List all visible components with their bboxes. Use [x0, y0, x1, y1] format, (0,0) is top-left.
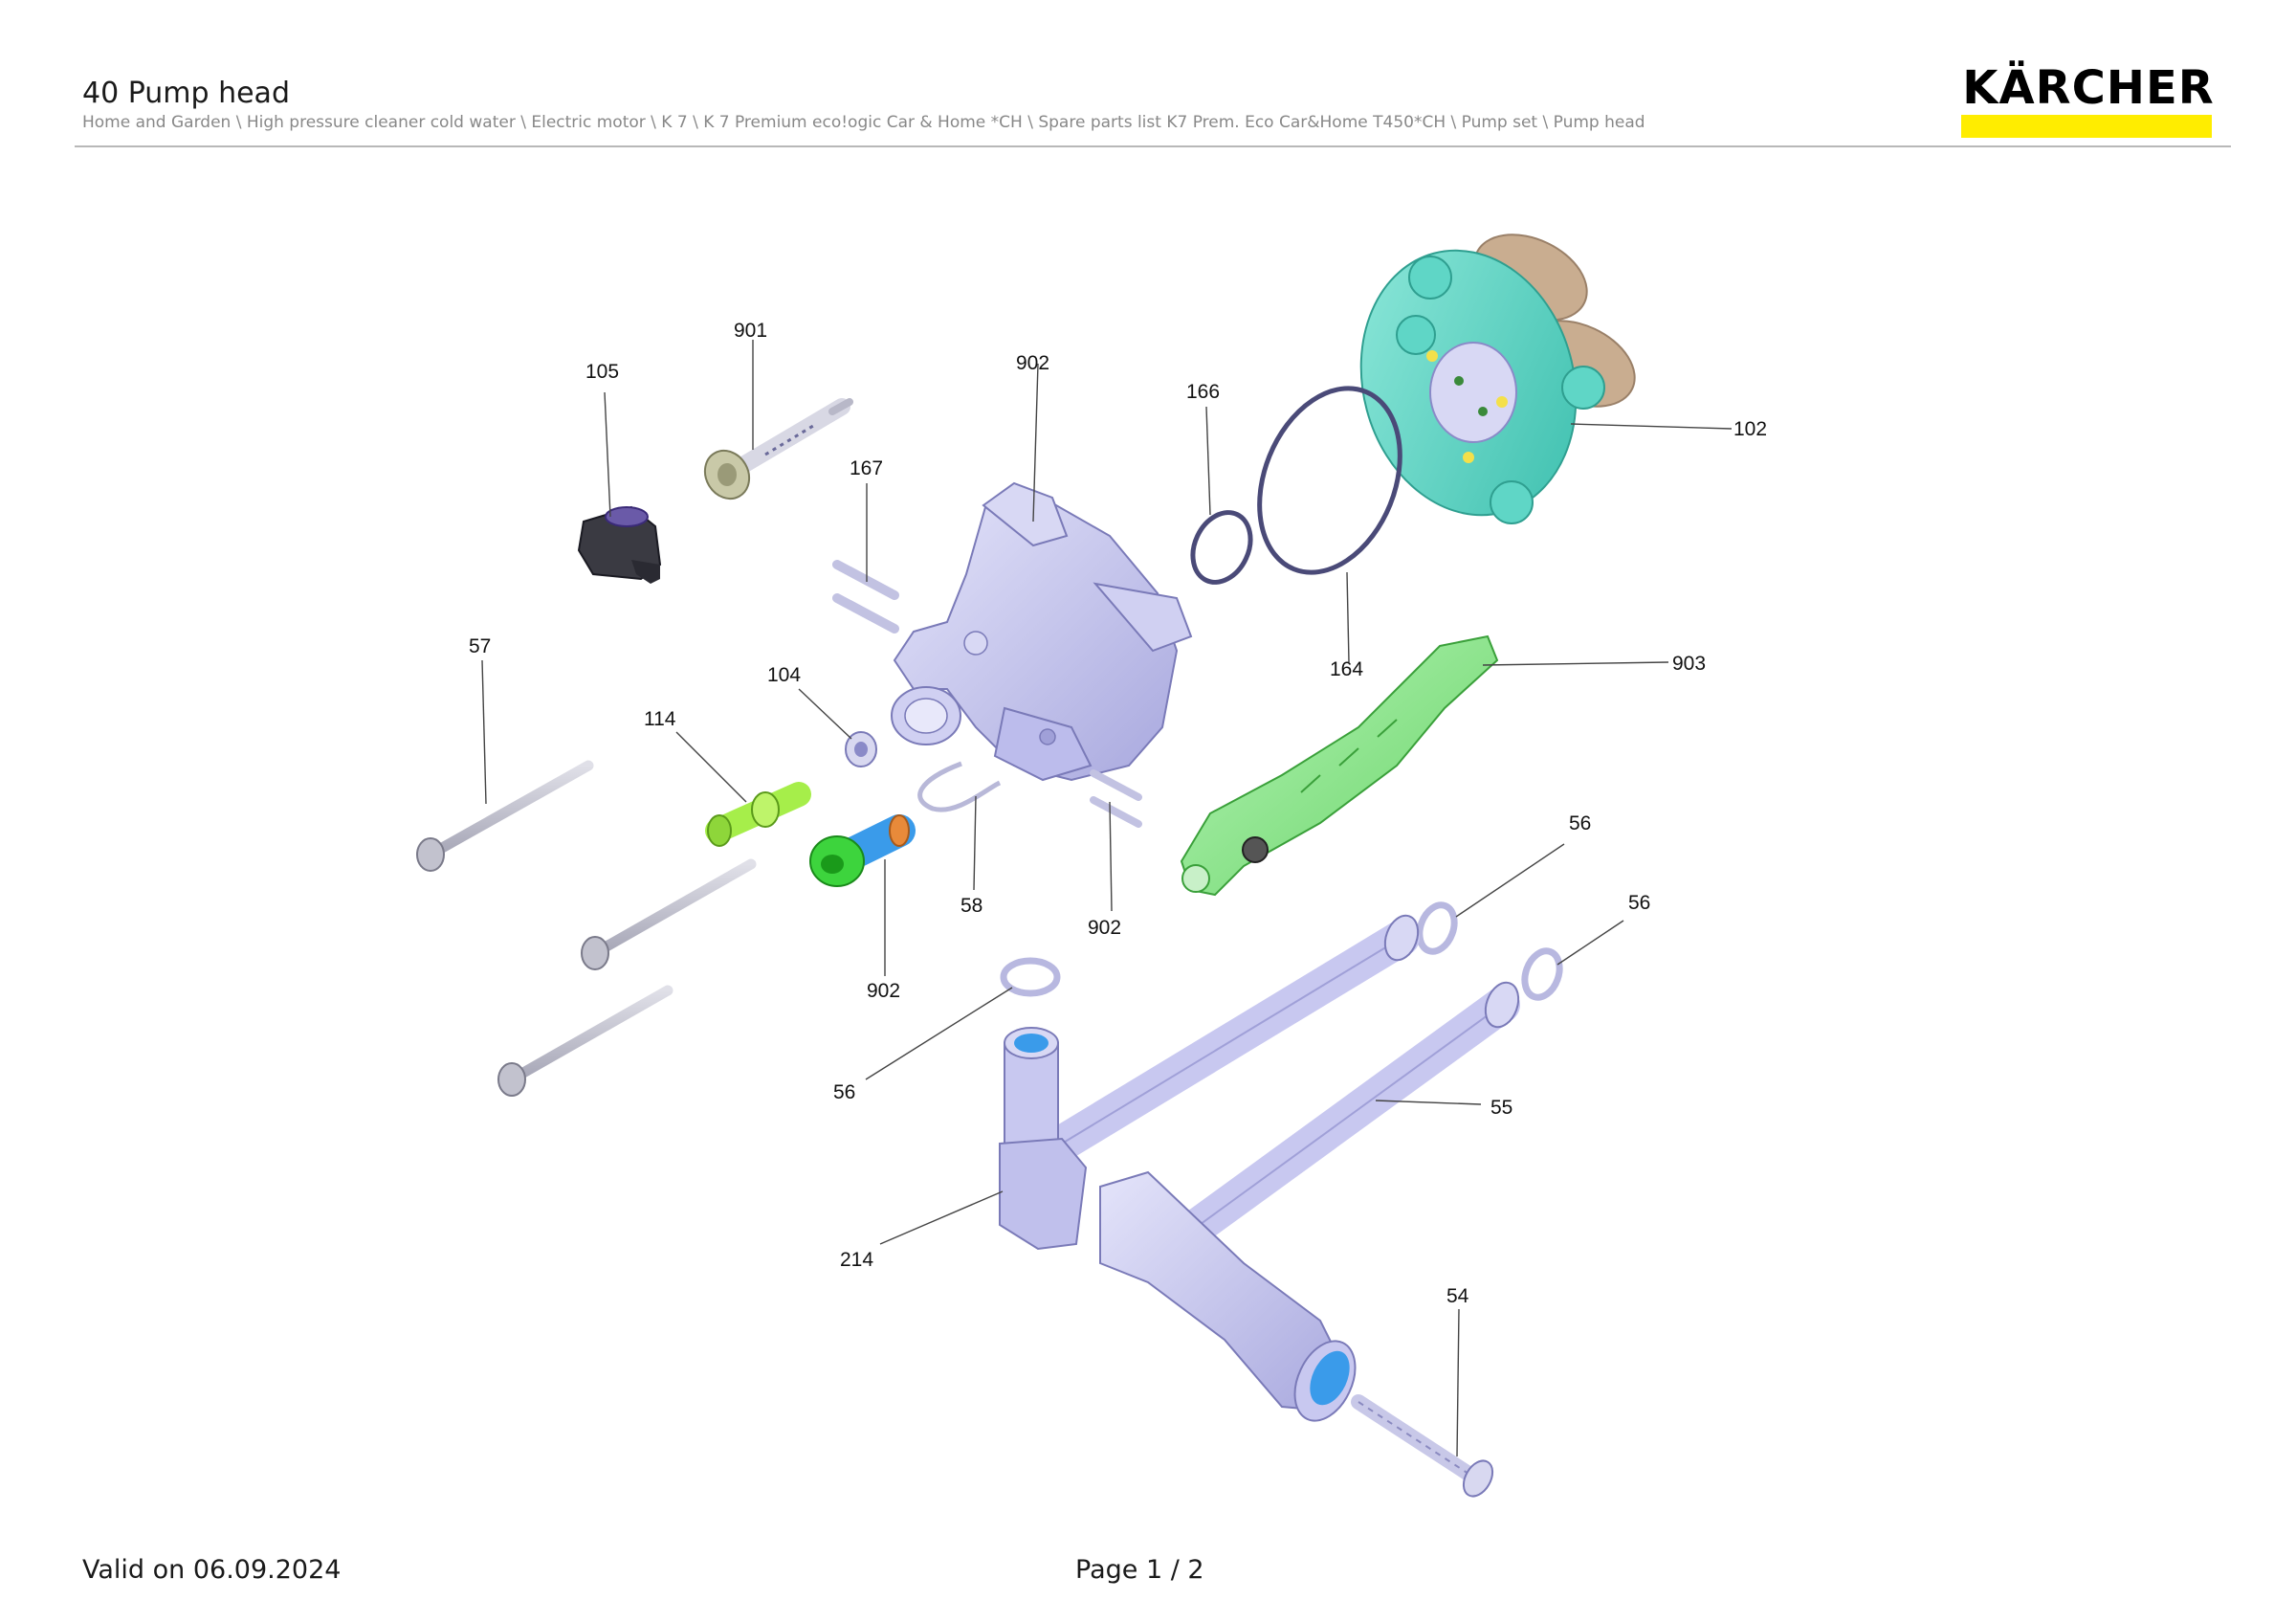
logo-yellow-bar: [1961, 115, 2212, 138]
callout-56-c: 56: [833, 1081, 855, 1103]
callout-56-b: 56: [1628, 892, 1650, 914]
part-56-o-rings: [1000, 901, 1563, 1001]
leader-lines: [481, 340, 1733, 1457]
part-166-small-o-ring: [1190, 510, 1253, 585]
part-54-filter: [1351, 1394, 1494, 1498]
page-title: 40 Pump head: [82, 77, 290, 110]
header-divider: [75, 145, 2231, 147]
callout-902-bottom: 902: [867, 980, 900, 1002]
callout-55: 55: [1490, 1097, 1512, 1119]
part-902-pins-right: [1090, 769, 1142, 828]
callout-164: 164: [1330, 658, 1363, 680]
callout-56-a: 56: [1569, 812, 1591, 834]
part-164-large-o-ring: [1257, 386, 1402, 575]
part-55-214-pipe-assembly: [999, 914, 1520, 1422]
callout-54: 54: [1446, 1285, 1469, 1307]
breadcrumb: Home and Garden \ High pressure cleaner …: [82, 113, 1645, 132]
part-902-pump-housing: [891, 481, 1193, 782]
part-902-green-blue-valve: [809, 814, 916, 887]
callout-labels: 102 105 901 902 166 167 164 903 57 104 1…: [469, 320, 1767, 1307]
callout-214: 214: [840, 1249, 873, 1271]
part-58-wire-clip: [917, 761, 1002, 812]
callout-902-top: 902: [1016, 352, 1049, 374]
page-number: Page 1 / 2: [1075, 1555, 1204, 1585]
callout-58: 58: [960, 895, 982, 917]
callout-57: 57: [469, 635, 491, 657]
part-105-black-connector: [577, 505, 662, 584]
karcher-logo: KÄRCHER: [1961, 63, 2216, 138]
callout-166: 166: [1186, 381, 1220, 403]
callout-902-right: 902: [1088, 917, 1121, 939]
part-901-valve-cartridge: [703, 398, 853, 500]
callout-105: 105: [585, 361, 619, 383]
callout-903: 903: [1672, 653, 1706, 675]
part-102-pump-flange: [1359, 233, 1636, 524]
callout-114: 114: [644, 708, 676, 730]
valid-date: Valid on 06.09.2024: [82, 1555, 342, 1585]
part-114-lime-valve: [705, 782, 811, 847]
callout-104: 104: [767, 664, 801, 686]
callout-901: 901: [734, 320, 767, 342]
part-903-green-bracket: [1180, 634, 1499, 897]
callout-167: 167: [850, 457, 883, 479]
logo-wordmark: KÄRCHER: [1962, 61, 2215, 115]
part-57-bolts: [416, 760, 757, 1097]
callout-102: 102: [1733, 418, 1767, 440]
part-104-nozzle: [845, 731, 877, 767]
part-167-pins: [832, 560, 899, 634]
